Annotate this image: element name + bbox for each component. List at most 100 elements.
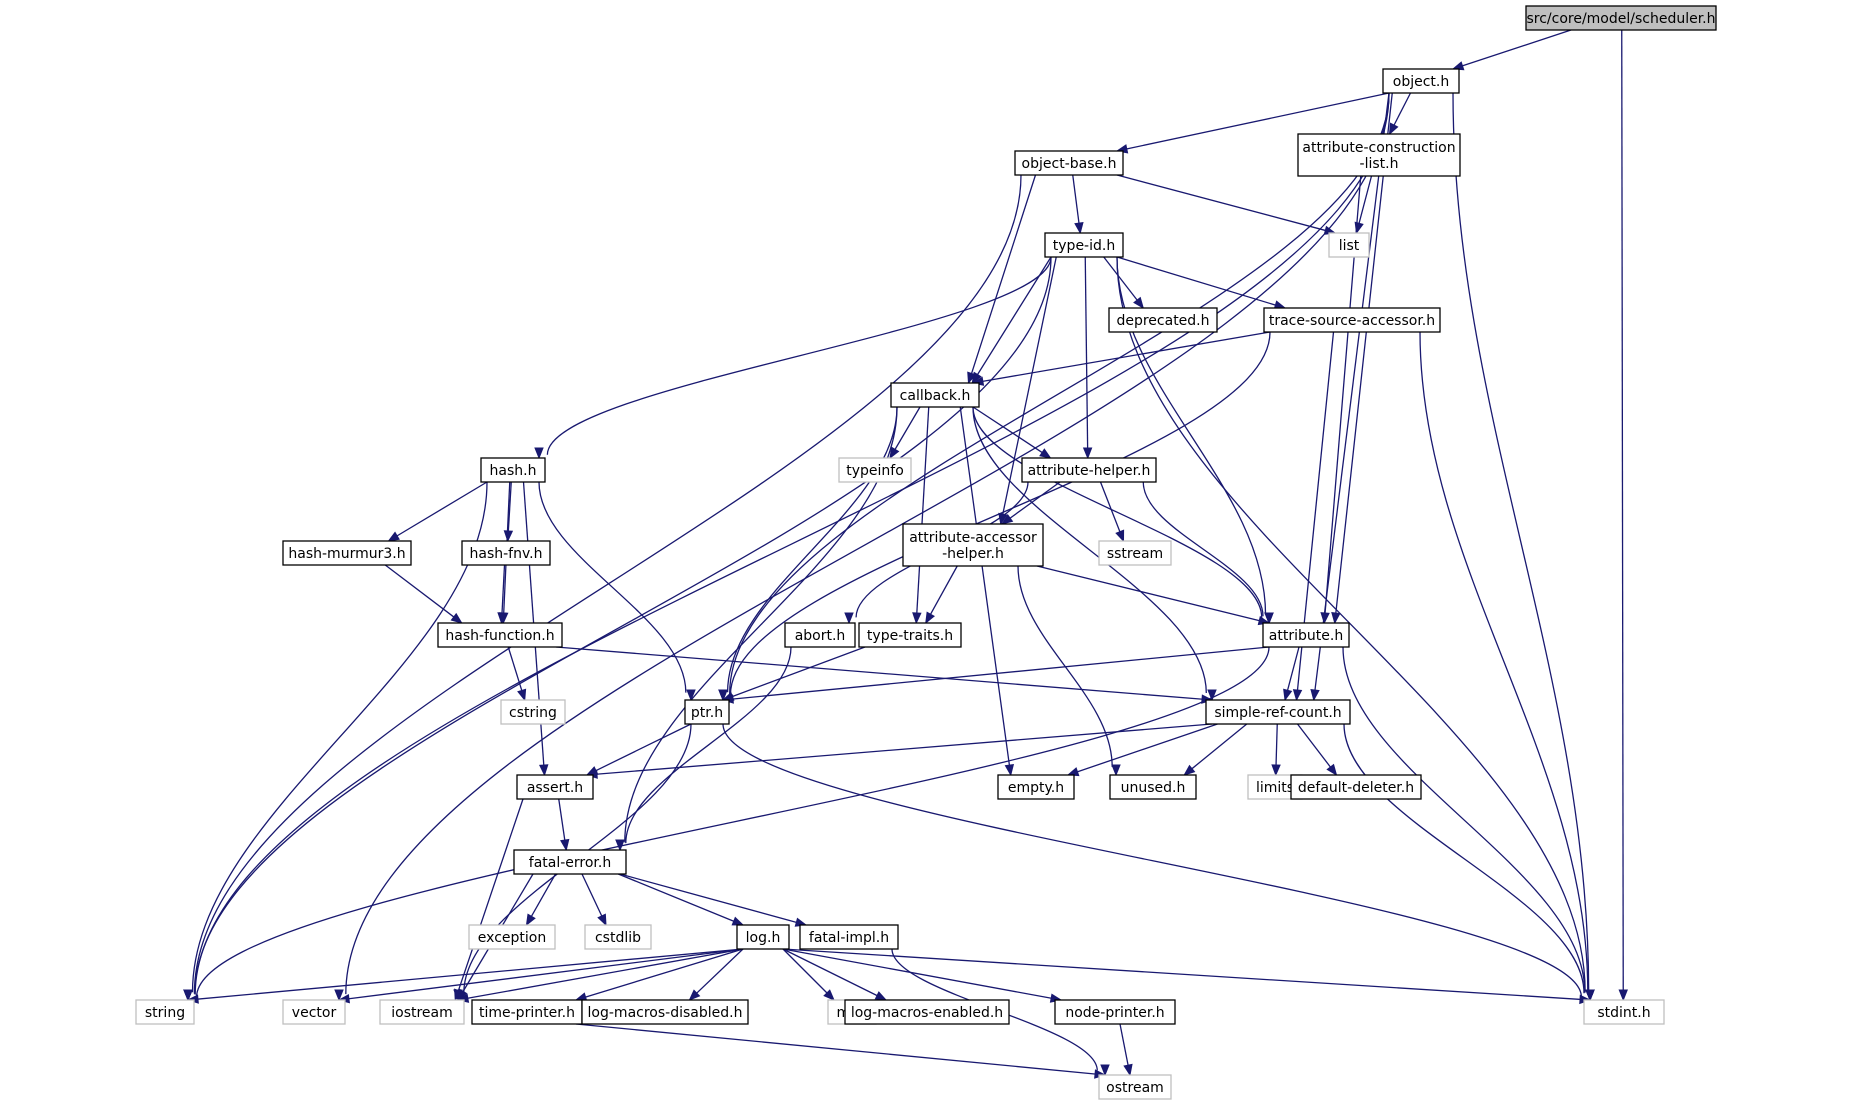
edge-line [558, 798, 566, 842]
node-log-macros-dis[interactable]: log-macros-disabled.h [581, 999, 749, 1025]
edge-attribute-to-ptr [721, 646, 1270, 704]
edge-fatal-error-to-log [618, 873, 745, 926]
node-box [684, 699, 730, 725]
edge-time-printer-to-ostream [575, 1023, 1107, 1079]
node-default-deleter[interactable]: default-deleter.h [1290, 774, 1422, 800]
edge-simple-ref-to-limits [1271, 723, 1281, 777]
node-box [784, 622, 856, 648]
node-node-printer[interactable]: node-printer.h [1054, 999, 1176, 1025]
edge-hash-to-ptr [538, 481, 696, 702]
edge-line [530, 873, 557, 918]
node-abort[interactable]: abort.h [784, 622, 856, 648]
node-box [799, 924, 899, 950]
arrowhead-icon [1115, 529, 1125, 543]
edge-attribute-to-simple-ref [1283, 646, 1300, 702]
edge-line [195, 646, 1270, 998]
node-box [480, 457, 546, 483]
node-type-traits[interactable]: type-traits.h [858, 622, 962, 648]
node-trace-src[interactable]: trace-source-accessor.h [1263, 307, 1441, 333]
node-label: trace-source-accessor.h [1269, 313, 1435, 329]
edge-line [194, 92, 1390, 995]
node-ptr[interactable]: ptr.h [684, 699, 730, 725]
node-fatal-impl[interactable]: fatal-impl.h [799, 924, 899, 950]
edge-log-to-stdint [782, 948, 1592, 1005]
edge-line [1342, 646, 1586, 993]
edge-line [1116, 256, 1277, 307]
arrowhead-icon [1292, 689, 1303, 702]
node-box [1297, 133, 1461, 177]
node-label: assert.h [527, 780, 583, 796]
node-hash-fnv[interactable]: hash-fnv.h [461, 540, 551, 566]
edge-line [575, 1023, 1097, 1075]
edge-line [1076, 723, 1218, 773]
arrowhead-icon [874, 991, 888, 1001]
node-attr-constr[interactable]: attribute-construction-list.h [1297, 133, 1461, 177]
node-assert[interactable]: assert.h [516, 774, 594, 800]
arrowhead-icon [497, 612, 507, 625]
node-type-id[interactable]: type-id.h [1044, 232, 1124, 258]
node-fatal-error[interactable]: fatal-error.h [513, 849, 627, 875]
node-box [1382, 68, 1460, 94]
node-label: list [1339, 238, 1360, 254]
edge-line [1072, 174, 1080, 225]
edge-object-to-attribute [1331, 92, 1393, 625]
edge-callback-to-simple-ref [972, 406, 1217, 702]
arrowhead-icon [1283, 688, 1293, 702]
node-unused[interactable]: unused.h [1109, 774, 1197, 800]
edge-line [594, 723, 692, 772]
arrowhead-icon [1310, 688, 1320, 702]
node-log[interactable]: log.h [736, 924, 790, 950]
node-object[interactable]: object.h [1382, 68, 1460, 94]
node-label: log-macros-enabled.h [851, 1005, 1003, 1021]
node-log-macros-en[interactable]: log-macros-enabled.h [844, 999, 1010, 1025]
node-hash-function[interactable]: hash-function.h [437, 622, 563, 648]
node-attribute[interactable]: attribute.h [1262, 622, 1350, 648]
node-label: simple-ref-count.h [1214, 705, 1341, 721]
edge-attr-helper-to-attribute [1142, 481, 1274, 625]
arrowhead-icon [1331, 612, 1341, 625]
edge-type-id-to-trace-src [1116, 256, 1287, 310]
arrowhead-icon [1133, 296, 1145, 310]
node-hash[interactable]: hash.h [480, 457, 546, 483]
node-scheduler[interactable]: src/core/model/scheduler.h [1525, 5, 1717, 31]
edge-line [1084, 256, 1089, 450]
node-label: type-id.h [1053, 238, 1115, 254]
edge-line [1036, 565, 1261, 622]
node-label: iostream [391, 1005, 453, 1021]
node-sstream: sstream [1098, 540, 1172, 566]
edge-line [395, 481, 488, 537]
node-box [437, 622, 563, 648]
node-callback[interactable]: callback.h [890, 382, 980, 408]
arrowhead-icon [1585, 989, 1595, 1002]
node-hash-murmur3[interactable]: hash-murmur3.h [282, 540, 412, 566]
node-deprecated[interactable]: deprecated.h [1108, 307, 1218, 333]
node-attr-helper[interactable]: attribute-helper.h [1021, 457, 1157, 483]
edge-object-to-simple-ref [1310, 92, 1390, 702]
edge-type-traits-to-ptr [721, 646, 866, 701]
node-empty[interactable]: empty.h [997, 774, 1075, 800]
edge-line [726, 406, 898, 693]
node-label: hash-fnv.h [470, 546, 543, 562]
edge-line [731, 646, 866, 698]
edge-scheduler-to-object [1451, 29, 1572, 71]
node-label: string [145, 1005, 185, 1021]
node-vector: vector [282, 999, 346, 1025]
edge-callback-to-ptr [718, 406, 898, 702]
node-simple-ref[interactable]: simple-ref-count.h [1205, 699, 1351, 725]
node-label: ostream [1106, 1080, 1164, 1096]
edge-simple-ref-to-default-deleter [1296, 723, 1338, 777]
edge-attribute-to-string [183, 646, 1270, 1002]
edge-fatal-error-to-cstdlib [581, 873, 607, 927]
arrowhead-icon [334, 989, 344, 1002]
edge-hash-to-hash-fnv [503, 481, 514, 543]
edge-line [722, 723, 1583, 998]
node-attr-accessor[interactable]: attribute-accessor-helper.h [902, 523, 1044, 567]
node-exception: exception [468, 924, 556, 950]
node-label: typeinfo [846, 463, 904, 479]
arrowhead-icon [1326, 763, 1338, 777]
node-object-base[interactable]: object-base.h [1014, 150, 1124, 176]
node-label: deprecated.h [1116, 313, 1209, 329]
node-time-printer[interactable]: time-printer.h [471, 999, 583, 1025]
edge-line [729, 331, 1271, 695]
node-box [736, 924, 790, 950]
